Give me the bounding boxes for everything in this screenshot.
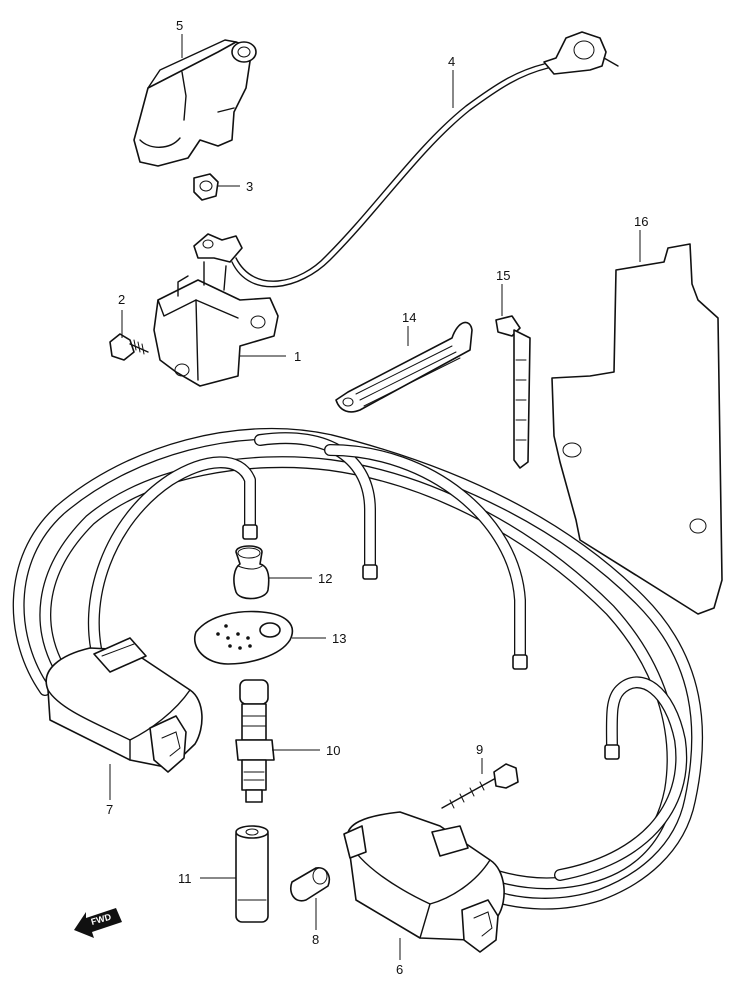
screw [109,333,149,361]
grommet [233,545,270,600]
callout-7: 7 [106,802,113,817]
plug-terminal [235,679,275,803]
callout-3: 3 [246,179,253,194]
sensor-lead-wire [231,31,619,288]
nut [193,173,219,201]
callout-4: 4 [448,54,455,69]
cable-end [242,524,258,540]
callout-12: 12 [318,571,332,586]
callout-1: 1 [294,349,301,364]
plug-washer-plate [193,610,294,665]
cable-end [362,564,378,580]
callout-5: 5 [176,18,183,33]
callout-16: 16 [634,214,648,229]
leader-lines [109,34,641,960]
callout-14: 14 [402,310,416,325]
cable-clamp [335,321,473,413]
insulator-plate [551,243,723,615]
cable-end [512,654,528,670]
ignition-coil-right [343,811,505,953]
callout-numbers: 5 3 4 2 1 14 15 16 12 13 10 7 9 11 8 6 [106,18,648,977]
signal-generator [153,233,279,387]
bolt [441,763,519,809]
callout-8: 8 [312,932,319,947]
terminal-sleeve [235,825,269,923]
forward-direction-arrow: FWD [74,908,122,938]
cable-end [604,744,620,760]
callout-13: 13 [332,631,346,646]
ignition-coil-left [45,637,203,773]
cable-tie [495,315,531,469]
high-tension-cables [12,427,704,910]
callout-15: 15 [496,268,510,283]
callout-2: 2 [118,292,125,307]
callout-6: 6 [396,962,403,977]
plug-cap-boot [133,39,257,167]
callout-9: 9 [476,742,483,757]
callout-11: 11 [178,871,192,886]
callout-10: 10 [326,743,340,758]
spacer-collar [290,866,331,902]
